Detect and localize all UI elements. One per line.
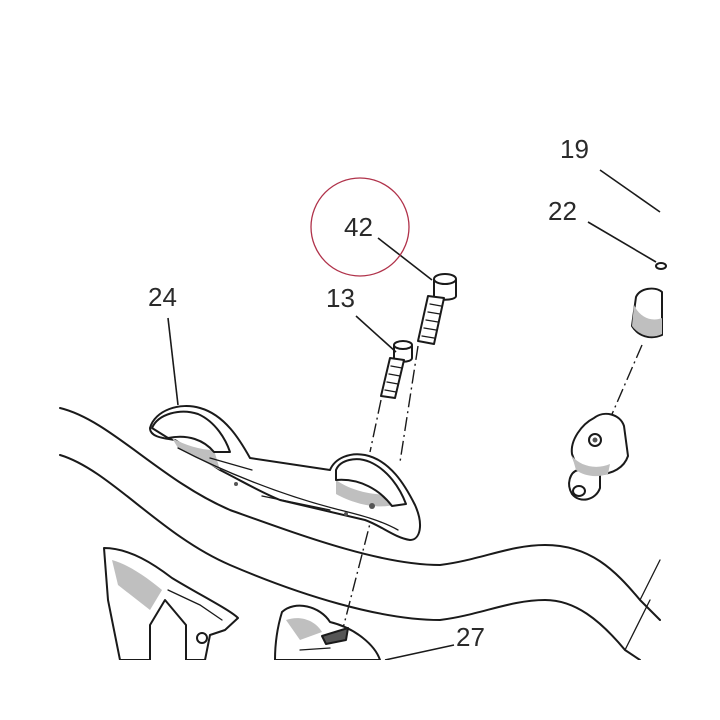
small-washer	[655, 262, 667, 270]
assembly-axis-42	[399, 345, 419, 463]
handlebar	[59, 407, 661, 661]
leader-19	[599, 169, 661, 213]
leader-13	[355, 315, 397, 353]
leader-22	[587, 221, 657, 263]
bolt-42	[417, 273, 457, 345]
callout-24: 24	[148, 282, 177, 312]
assembly-axis-13	[369, 399, 382, 453]
clamp-bushing	[631, 287, 663, 339]
handlebar-riser	[149, 405, 422, 541]
upper-yoke	[103, 547, 381, 661]
highlight-circle-42	[310, 177, 410, 277]
leader-24	[167, 317, 179, 406]
callout-42: 42	[344, 212, 373, 242]
lever-clamp-bracket	[568, 412, 629, 501]
clamp-assembly	[568, 262, 667, 501]
bottom-margin	[0, 660, 720, 720]
bolt-13	[380, 340, 413, 399]
callout-27: 27	[456, 622, 485, 652]
leader-27	[384, 644, 455, 661]
assembly-axis-lower	[339, 507, 375, 641]
callout-22: 22	[548, 196, 577, 226]
callout-19: 19	[560, 134, 589, 164]
leader-42	[377, 237, 433, 281]
callout-13: 13	[326, 283, 355, 313]
